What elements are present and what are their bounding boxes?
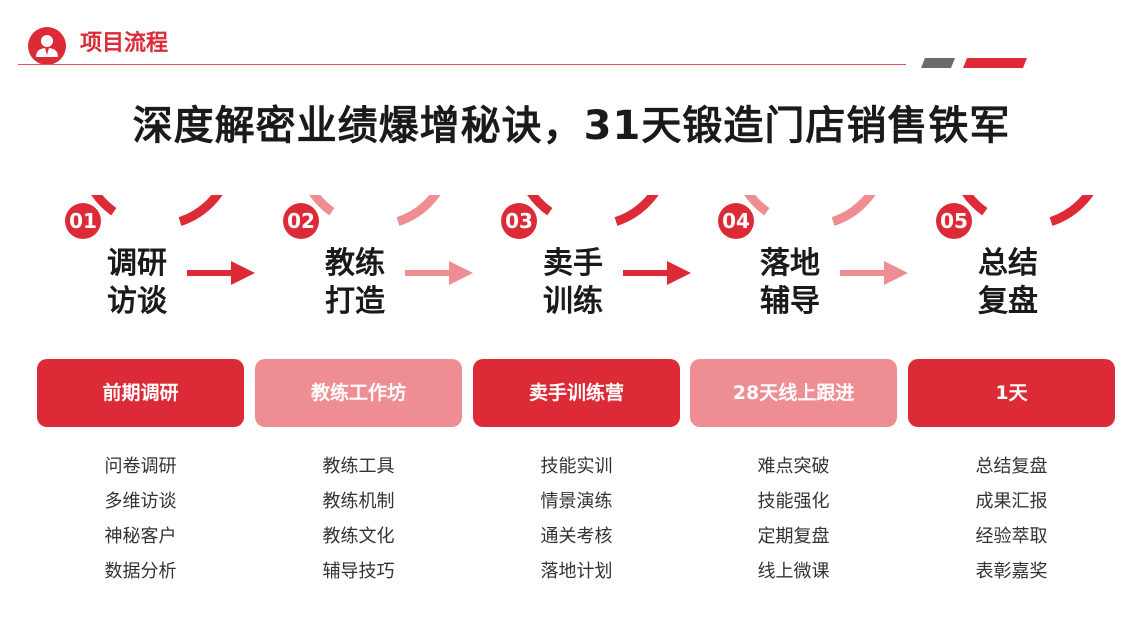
list-item: 总结复盘: [975, 456, 1048, 477]
list-item: 数据分析: [104, 561, 177, 582]
list-item: 技能强化: [757, 491, 830, 512]
list-item: 成果汇报: [975, 491, 1048, 512]
step-number-badge: 03: [501, 203, 537, 239]
list-item: 经验萃取: [975, 526, 1048, 547]
step-number-badge: 05: [936, 203, 972, 239]
header-title: 项目流程: [80, 31, 169, 56]
arrow-right-icon: [623, 261, 691, 285]
header: 项目流程: [0, 0, 1143, 70]
list-item: 难点突破: [757, 456, 830, 477]
list-item: 教练文化: [322, 526, 395, 547]
list-item: 多维访谈: [104, 491, 177, 512]
phase-label: 1天: [908, 359, 1115, 427]
list-item: 教练工具: [322, 456, 395, 477]
phase-label: 卖手训练营: [473, 359, 680, 427]
step-name-line: 卖手: [543, 246, 603, 281]
list-item: 表彰嘉奖: [975, 561, 1048, 582]
list-item: 问卷调研: [104, 456, 177, 477]
step-name-line: 访谈: [107, 284, 167, 319]
step-name-line: 落地: [760, 246, 820, 281]
list-item: 通关考核: [540, 526, 613, 547]
person-icon: [28, 27, 66, 65]
main-title: 深度解密业绩爆增秘诀，31天锻造门店销售铁军: [132, 103, 1011, 149]
phase-label: 前期调研: [37, 359, 244, 427]
step-name-line: 总结: [978, 246, 1038, 281]
arrow-right-icon: [405, 261, 473, 285]
step-name-line: 训练: [543, 284, 603, 319]
step-number-badge: 01: [65, 203, 101, 239]
list-item: 教练机制: [322, 491, 395, 512]
list-item: 神秘客户: [104, 526, 177, 547]
list-item: 落地计划: [540, 561, 613, 582]
phase-label: 28天线上跟进: [690, 359, 897, 427]
step-name-line: 复盘: [978, 284, 1038, 319]
phase-label: 教练工作坊: [255, 359, 462, 427]
list-item: 辅导技巧: [322, 561, 395, 582]
step-item-list: 教练工具教练机制教练文化辅导技巧: [255, 449, 462, 589]
step-number-badge: 02: [283, 203, 319, 239]
list-item: 定期复盘: [757, 526, 830, 547]
list-item: 情景演练: [540, 491, 613, 512]
step-number-badge: 04: [718, 203, 754, 239]
step-item-list: 难点突破技能强化定期复盘线上微课: [690, 449, 897, 589]
arrow-right-icon: [840, 261, 908, 285]
step-name-line: 辅导: [760, 284, 820, 319]
step-item-list: 问卷调研多维访谈神秘客户数据分析: [37, 449, 244, 589]
step-name-line: 教练: [325, 246, 385, 281]
list-item: 技能实训: [540, 456, 613, 477]
step-name-line: 调研: [107, 246, 167, 281]
step-name-line: 打造: [325, 284, 385, 319]
step-item-list: 总结复盘成果汇报经验萃取表彰嘉奖: [908, 449, 1115, 589]
step-item-list: 技能实训情景演练通关考核落地计划: [473, 449, 680, 589]
header-divider: [18, 64, 906, 65]
arrow-right-icon: [187, 261, 255, 285]
header-decoration: [921, 58, 1027, 68]
list-item: 线上微课: [757, 561, 830, 582]
